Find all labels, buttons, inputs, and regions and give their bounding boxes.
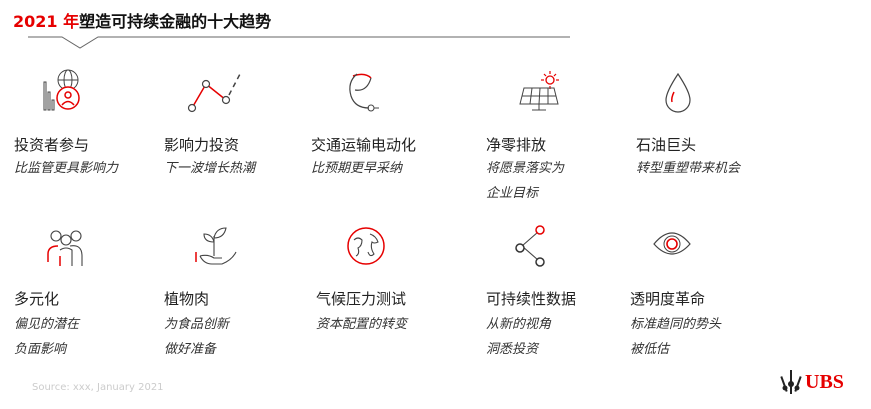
trend-subtitle: 转型重塑带来机会 [636,161,741,176]
solar-panel-icon [519,71,559,111]
globe-chart-person-icon [43,69,80,111]
trend-title: 透明度革命 [630,290,706,308]
page-title: 2021 年塑造可持续金融的十大趋势 [13,8,271,32]
trend-title: 多元化 [14,290,60,308]
trend-climate-stress-test: 气候压力测试 资本配置的转变 [316,222,466,332]
trend-impact-investing: 影响力投资 下一波增长热潮 [164,68,314,176]
trend-net-zero: 净零排放 将愿景落实为企业目标 [486,68,636,201]
trend-title: 净零排放 [486,136,547,154]
trend-title: 交通运输电动化 [311,136,417,154]
leaf-plug-icon [349,73,379,112]
oil-drop-icon [665,72,691,113]
globe-icon [347,227,385,265]
trend-subtitle: 下一波增长热潮 [164,161,256,176]
trend-subtitle: 比预期更早采纳 [311,161,403,176]
trend-title: 影响力投资 [164,136,240,154]
share-nodes-icon [515,225,545,267]
title-year: 2021 年 [13,12,80,31]
trend-subtitle: 从新的视角洞悉投资 [486,317,552,357]
trend-subtitle: 为食品创新做好准备 [164,317,230,357]
trend-electrification: 交通运输电动化 比预期更早采纳 [311,68,461,176]
trend-transparency: 透明度革命 标准趋同的势头被低估 [630,222,780,357]
title-text: 塑造可持续金融的十大趋势 [79,12,272,31]
trend-title: 植物肉 [164,290,210,308]
trend-subtitle: 资本配置的转变 [316,317,408,332]
eye-icon [653,232,691,255]
ubs-logo: UBS [780,370,844,394]
source-note: Source: xxx, January 2021 [32,382,164,393]
trend-title: 石油巨头 [636,136,697,154]
trend-title: 气候压力测试 [316,290,407,308]
trend-plant-meat: 植物肉 为食品创新做好准备 [164,222,314,357]
ubs-logo-text: UBS [805,370,844,393]
trend-investor-engagement: 投资者参与 比监管更具影响力 [14,68,164,176]
trend-subtitle: 标准趋同的势头被低估 [630,317,722,357]
trend-sustainability-data: 可持续性数据 从新的视角洞悉投资 [486,222,636,357]
trend-title: 可持续性数据 [486,290,577,308]
trend-big-oil: 石油巨头 转型重塑带来机会 [636,68,786,176]
trend-title: 投资者参与 [14,136,90,154]
people-group-icon [47,230,83,266]
trend-subtitle: 比监管更具影响力 [14,161,119,176]
title-divider [28,36,570,49]
plant-hand-icon [195,227,237,265]
trend-diversity: 多元化 偏见的潜在负面影响 [14,222,164,357]
trend-subtitle: 偏见的潜在负面影响 [14,317,80,357]
line-growth-icon [187,73,241,113]
ubs-keys-icon [780,370,802,394]
trend-subtitle: 将愿景落实为企业目标 [486,161,565,201]
